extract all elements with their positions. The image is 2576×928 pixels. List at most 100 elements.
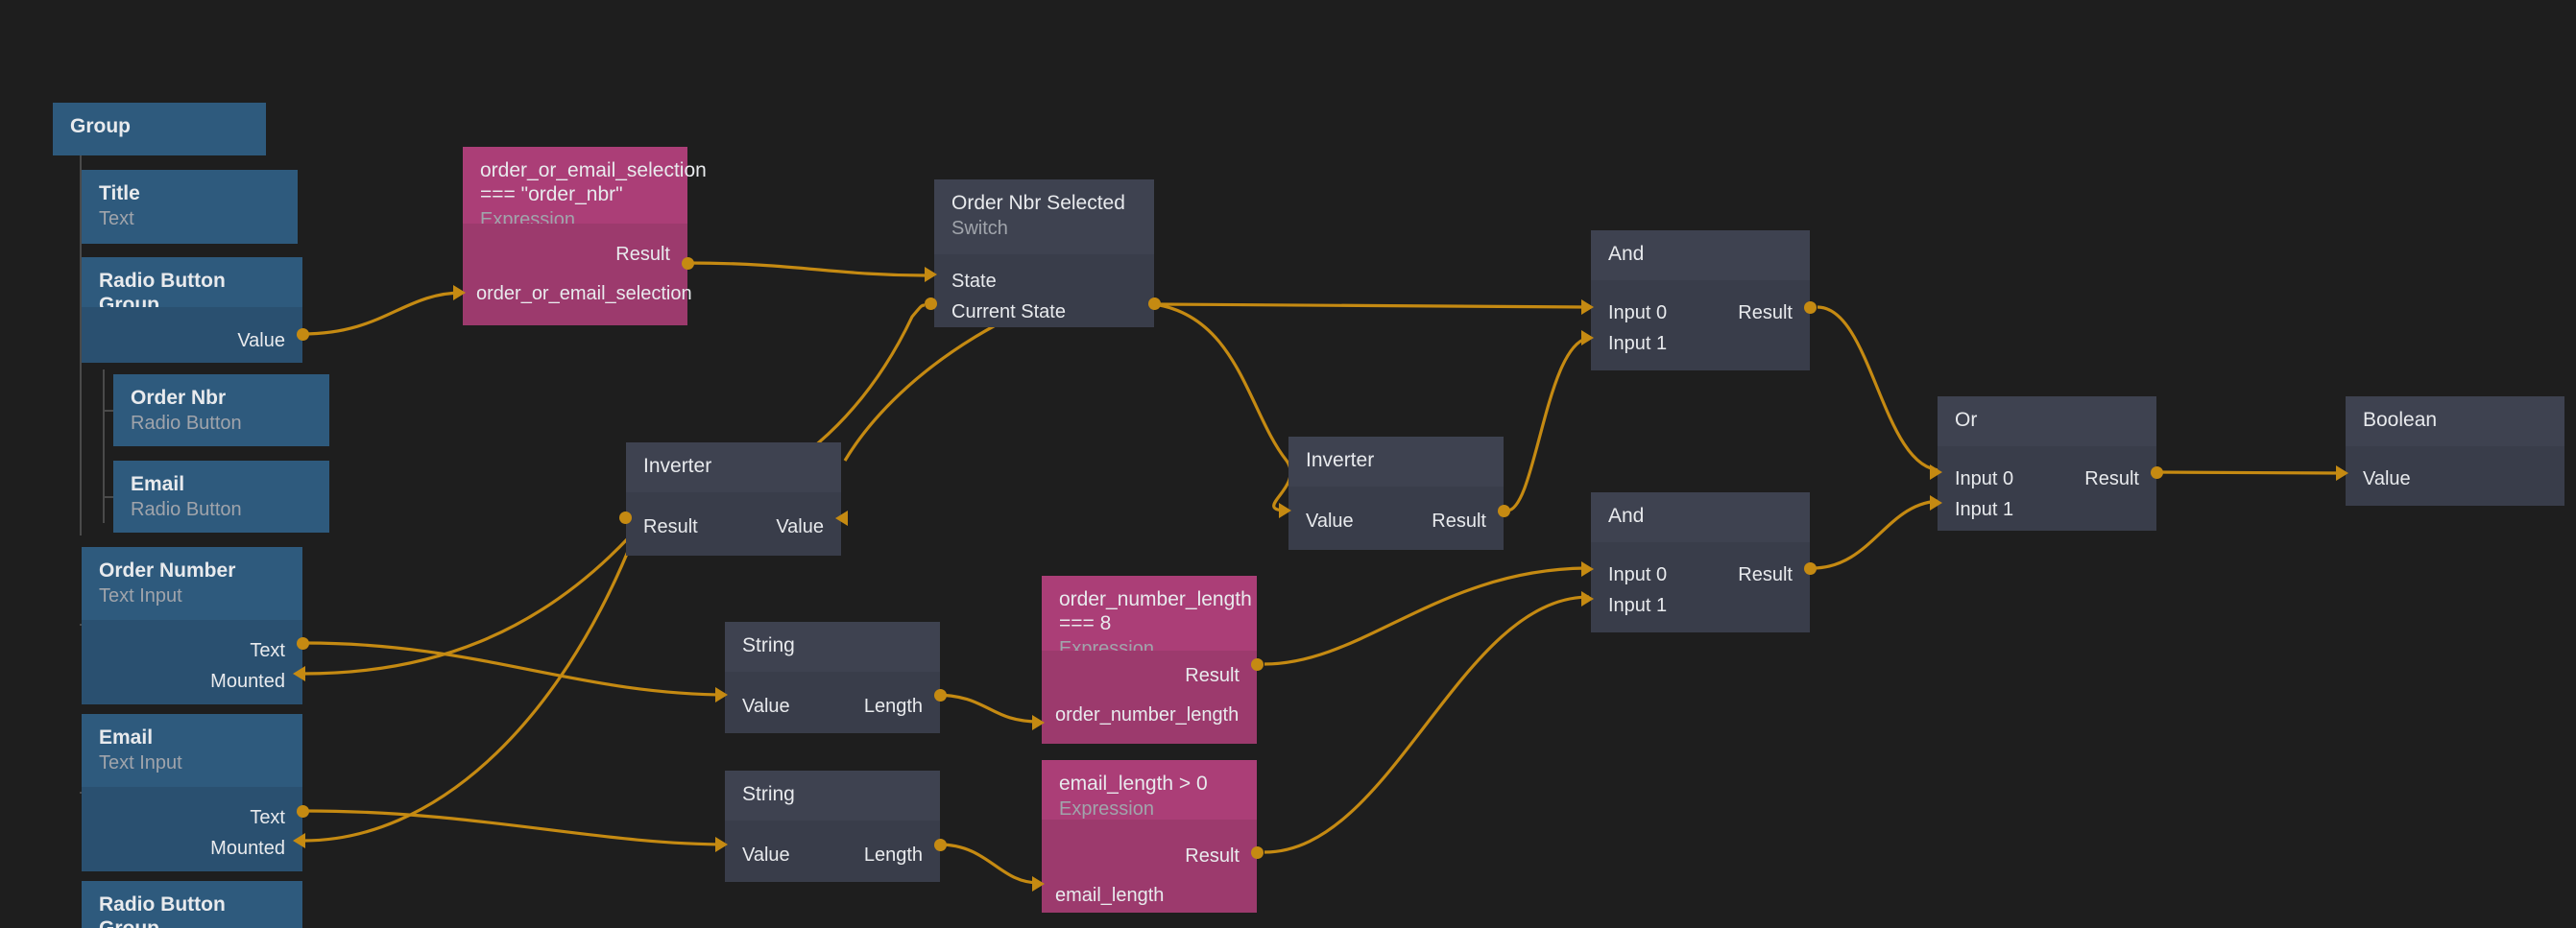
node-group-title: Group [70,115,131,137]
port-string2-value[interactable]: Value [742,845,790,866]
port-expr2-result[interactable]: Result [1185,665,1240,686]
port-string1-value[interactable]: Value [742,696,790,717]
node-expression-email-length[interactable]: email_length > 0 Expression Result email… [1042,760,1257,913]
node-inverter2-title: Inverter [1306,449,1375,471]
port-inverter2-result[interactable]: Result [1432,511,1486,532]
node-radio-button-group-1[interactable]: Radio Button Group Value [82,257,302,363]
port-switch-state[interactable]: State [951,271,997,292]
port-dot-email-input-text[interactable] [297,805,309,818]
port-email-input-text[interactable]: Text [250,807,285,828]
node-inverter-2[interactable]: Inverter Value Result [1288,437,1504,550]
node-email-radio[interactable]: Email Radio Button [113,461,329,533]
port-and1-result[interactable]: Result [1738,302,1793,323]
port-dot-rbg1-value[interactable] [297,328,309,341]
port-dot-expr2-result[interactable] [1251,658,1264,671]
port-or-input1[interactable]: Input 1 [1955,499,2014,520]
port-dot-and2-result[interactable] [1804,562,1817,575]
port-and2-result[interactable]: Result [1738,564,1793,585]
port-string1-length[interactable]: Length [863,696,923,717]
port-order-number-mounted[interactable]: Mounted [210,671,285,692]
port-email-input-mounted[interactable]: Mounted [210,838,285,859]
node-expr2-body: Result order_number_length [1042,651,1257,744]
port-inverter1-value[interactable]: Value [776,516,824,537]
node-string-1[interactable]: String Value Length [725,622,940,733]
node-rbg2-title: Radio Button Group [99,893,226,928]
tree-line-stub-order-nbr-radio [103,410,116,412]
port-dot-and1-result[interactable] [1804,301,1817,314]
port-dot-expr1-result[interactable] [682,257,694,270]
node-boolean-header: Boolean [2346,396,2564,446]
node-group[interactable]: Group [53,103,266,155]
port-inverter2-value[interactable]: Value [1306,511,1354,532]
port-arrow-switch-state[interactable] [925,267,937,282]
port-and1-input0[interactable]: Input 0 [1608,302,1668,323]
node-or-header: Or [1938,396,2156,446]
port-and2-input1[interactable]: Input 1 [1608,595,1668,616]
port-order-number-text[interactable]: Text [250,640,285,661]
node-expression-order-or-email[interactable]: order_or_email_selection === "order_nbr"… [463,147,707,325]
node-inverter-1[interactable]: Inverter Result Value [626,442,841,556]
port-or-result[interactable]: Result [2084,468,2139,489]
node-email-input[interactable]: Email Text Input Text Mounted [82,714,302,871]
port-arrow-and2-input0[interactable] [1581,561,1594,577]
node-title[interactable]: Title Text [82,170,298,244]
node-and-2[interactable]: And Input 0 Input 1 Result [1591,492,1810,632]
port-and1-input1[interactable]: Input 1 [1608,333,1668,354]
port-dot-or-result[interactable] [2151,466,2163,479]
port-arrow-and1-input0[interactable] [1581,299,1594,315]
node-expr1-header: order_or_email_selection === "order_nbr"… [463,147,707,230]
port-dot-switch-current-state-right[interactable] [1148,297,1161,310]
node-order-nbr-radio[interactable]: Order Nbr Radio Button [113,374,329,446]
port-arrow-string2-value[interactable] [715,837,728,852]
node-or[interactable]: Or Input 0 Input 1 Result [1938,396,2156,531]
node-switch-order-nbr-selected[interactable]: Order Nbr Selected Switch State Current … [934,179,1154,327]
node-order-number-input[interactable]: Order Number Text Input Text Mounted [82,547,302,704]
node-and1-title: And [1608,243,1645,265]
node-email-input-name: Email [99,726,154,749]
port-arrow-expr3-input[interactable] [1032,876,1045,892]
port-dot-string2-length[interactable] [934,839,947,851]
port-arrow-expr1-input[interactable] [453,285,466,300]
port-expr3-result[interactable]: Result [1185,845,1240,867]
port-arrow-or-input1[interactable] [1930,495,1942,511]
port-expr1-input[interactable]: order_or_email_selection [476,283,692,304]
port-expr2-input[interactable]: order_number_length [1055,704,1240,726]
node-order-nbr-radio-name: Order Nbr [131,387,227,409]
node-and1-header: And [1591,230,1810,280]
node-string2-body: Value Length [725,821,940,882]
port-arrow-boolean-value[interactable] [2336,465,2348,481]
node-switch-subtitle: Switch [951,217,1008,239]
port-arrow-and2-input1[interactable] [1581,591,1594,607]
port-switch-current-state[interactable]: Current State [951,301,1066,322]
port-and2-input0[interactable]: Input 0 [1608,564,1668,585]
node-order-nbr-radio-type: Radio Button [131,412,242,434]
port-expr3-input[interactable]: email_length [1055,885,1165,906]
node-and-1[interactable]: And Input 0 Input 1 Result [1591,230,1810,370]
port-expr1-result[interactable]: Result [615,244,670,265]
port-or-input0[interactable]: Input 0 [1955,468,2014,489]
node-boolean[interactable]: Boolean Value [2346,396,2564,506]
port-dot-inverter2-result[interactable] [1498,505,1510,517]
node-radio-button-group-2[interactable]: Radio Button Group [82,881,302,928]
port-arrow-or-input0[interactable] [1930,464,1942,480]
port-boolean-value[interactable]: Value [2363,468,2411,489]
port-rbg1-value[interactable]: Value [237,330,285,351]
node-expr3-body: Result email_length [1042,820,1257,913]
port-dot-string1-length[interactable] [934,689,947,702]
port-arrow-and1-input1[interactable] [1581,330,1594,345]
port-arrow-string1-value[interactable] [715,687,728,702]
node-expression-order-number-length[interactable]: order_number_length === 8 Expression Res… [1042,576,1257,744]
node-string-2[interactable]: String Value Length [725,771,940,882]
port-inverter1-result[interactable]: Result [643,516,698,537]
port-arrow-email-input-mounted[interactable] [293,833,305,848]
port-dot-order-number-text[interactable] [297,637,309,650]
port-string2-length[interactable]: Length [863,845,923,866]
port-arrow-expr2-input[interactable] [1032,715,1045,730]
port-arrow-inverter1-value[interactable] [835,511,848,526]
port-arrow-inverter2-value[interactable] [1279,503,1291,518]
port-dot-expr3-result[interactable] [1251,846,1264,859]
port-arrow-order-number-mounted[interactable] [293,666,305,681]
port-dot-inverter1-result[interactable] [619,512,632,524]
port-dot-switch-current-state-left[interactable] [925,297,937,310]
